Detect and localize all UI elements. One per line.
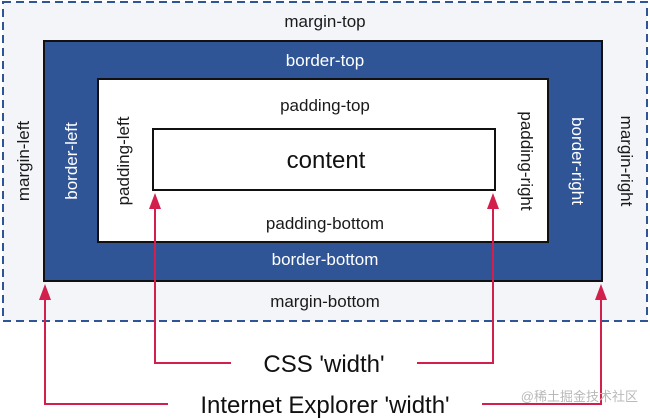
margin-left-label: margin-left xyxy=(14,121,33,202)
content-area xyxy=(152,128,496,191)
css-width-caption: CSS 'width' xyxy=(263,351,384,378)
padding-bottom-label: padding-bottom xyxy=(266,214,384,233)
margin-bottom-label: margin-bottom xyxy=(270,292,380,311)
ie-width-left-connector xyxy=(44,297,168,405)
padding-right-label: padding-right xyxy=(517,111,536,211)
css-width-left-arrowhead xyxy=(149,193,161,209)
margin-top-label: margin-top xyxy=(284,12,365,31)
ie-width-right-connector xyxy=(482,297,602,405)
css-width-left-connector xyxy=(154,206,231,364)
content-label: content xyxy=(287,147,366,174)
ie-width-caption: Internet Explorer 'width' xyxy=(200,392,449,418)
ie-width-right-arrowhead xyxy=(595,284,607,300)
padding-top-label: padding-top xyxy=(280,96,370,115)
padding-left-label: padding-left xyxy=(114,116,133,205)
border-right-label: border-right xyxy=(568,117,587,205)
margin-right-label: margin-right xyxy=(617,116,636,207)
border-left-label: border-left xyxy=(62,122,81,200)
ie-width-left-arrowhead xyxy=(39,284,51,300)
border-bottom-label: border-bottom xyxy=(272,250,379,269)
border-top-label: border-top xyxy=(286,51,364,70)
watermark-text: @稀土掘金技术社区 xyxy=(521,389,638,404)
css-width-right-arrowhead xyxy=(487,193,499,209)
css-width-right-connector xyxy=(417,206,494,364)
